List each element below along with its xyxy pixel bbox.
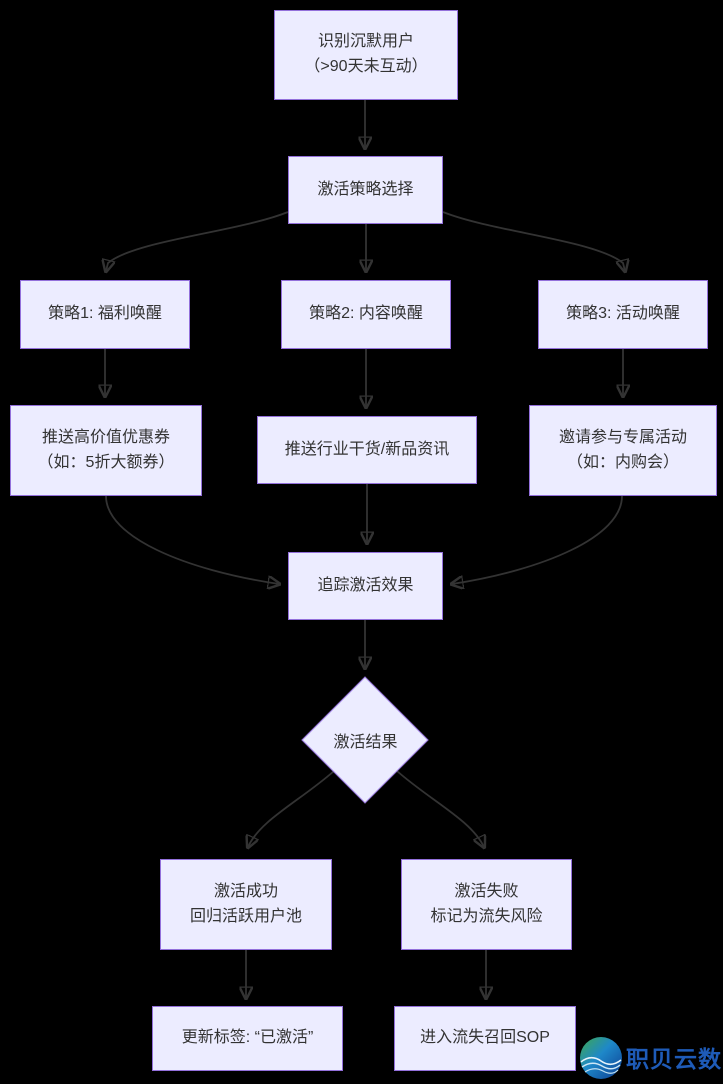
node-strategy3-label: 策略3: 活动唤醒 [566, 305, 680, 323]
node-failure-line1: 激活失败 [454, 882, 519, 900]
watermark-globe-icon [580, 1037, 622, 1079]
edge-action3-to-track [452, 495, 623, 584]
node-tag-updated-label: 更新标签: “已激活” [181, 1029, 314, 1047]
node-strategy2-content: 策略2: 内容唤醒 [281, 280, 451, 349]
node-action1-line1: 推送高价值优惠券 [41, 428, 170, 446]
edge-decision-to-success [248, 770, 335, 847]
node-strategy2-label: 策略2: 内容唤醒 [309, 305, 423, 323]
node-strategy3-activity: 策略3: 活动唤醒 [538, 280, 708, 349]
node-failure: 激活失败 标记为流失风险 [401, 859, 572, 950]
node-success-line1: 激活成功 [213, 882, 278, 900]
node-success-line2: 回归活跃用户池 [189, 907, 302, 925]
node-action1-coupon: 推送高价值优惠券 （如：5折大额券） [10, 405, 202, 496]
watermark: 职贝云数 [577, 1033, 722, 1081]
node-identify-line2: （>90天未互动） [304, 58, 428, 75]
node-strategy1-label: 策略1: 福利唤醒 [48, 305, 162, 323]
node-success: 激活成功 回归活跃用户池 [160, 859, 332, 950]
edge-decision-to-failure [396, 770, 484, 847]
watermark-brand-text: 职贝云数 [626, 1046, 722, 1072]
node-churn-sop: 进入流失召回SOP [394, 1006, 576, 1071]
node-action3-line2: （如：内购会） [566, 453, 679, 471]
node-track-effect: 追踪激活效果 [288, 552, 443, 620]
node-identify-line1: 识别沉默用户 [317, 33, 414, 51]
node-churn-sop-label: 进入流失召回SOP [420, 1029, 550, 1047]
node-failure-line2: 标记为流失风险 [430, 907, 543, 925]
node-tag-updated: 更新标签: “已激活” [152, 1006, 343, 1071]
node-decision-result: 激活结果 [333, 734, 398, 751]
edge-select-to-strategy3 [442, 211, 625, 271]
node-strategy-select: 激活策略选择 [288, 156, 443, 224]
node-action3-line1: 邀请参与专属活动 [558, 428, 687, 446]
node-action2-content-push: 推送行业干货/新品资讯 [257, 416, 477, 484]
node-strategy1-benefit: 策略1: 福利唤醒 [20, 280, 190, 349]
node-action3-event-invite: 邀请参与专属活动 （如：内购会） [529, 405, 717, 496]
node-strategy-select-label: 激活策略选择 [317, 180, 414, 198]
node-identify-silent-users: 识别沉默用户 （>90天未互动） [274, 10, 458, 100]
node-action2-label: 推送行业干货/新品资讯 [284, 440, 450, 458]
edge-select-to-strategy1 [106, 211, 289, 271]
edge-action1-to-track [105, 495, 279, 584]
node-track-label: 追踪激活效果 [317, 576, 414, 594]
node-action1-line2: （如：5折大额券） [37, 453, 175, 471]
